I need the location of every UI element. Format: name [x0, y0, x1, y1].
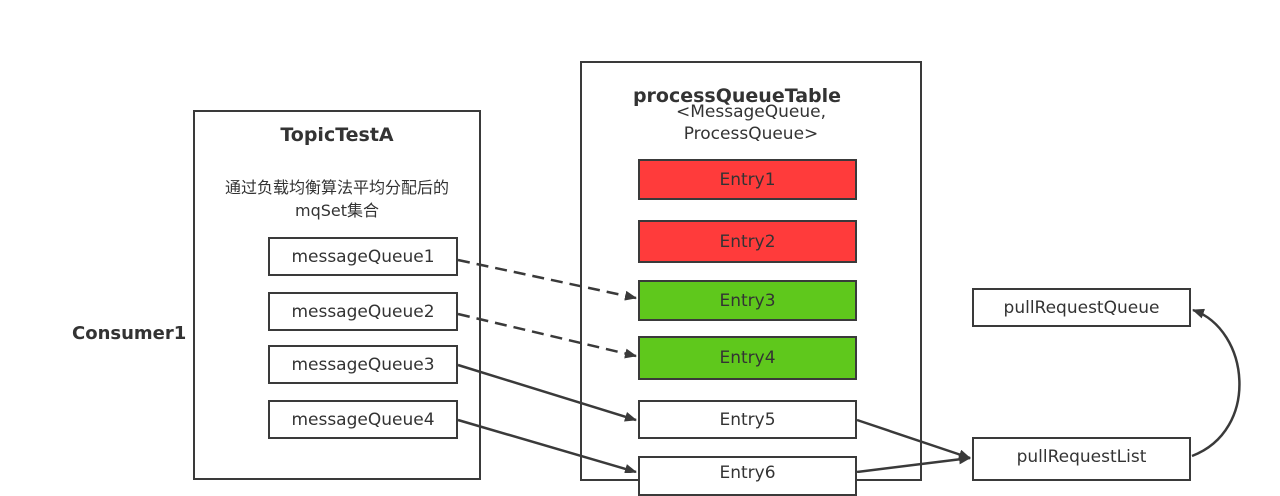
pull-request-queue: pullRequestQueue — [972, 288, 1191, 327]
message-queue-1: messageQueue1 — [268, 237, 458, 276]
message-queue-2: messageQueue2 — [268, 292, 458, 331]
topic-description-line2: mqSet集合 — [294, 201, 380, 220]
entry-4: Entry4 — [638, 336, 857, 380]
consumer-label: Consumer1 — [72, 323, 187, 344]
entry-5: Entry5 — [638, 400, 857, 439]
topic-description-line1: 通过负载均衡算法平均分配后的 — [224, 178, 449, 197]
entry-6: Entry6 — [638, 456, 857, 496]
entry-3: Entry3 — [638, 280, 857, 321]
entry-2: Entry2 — [638, 220, 857, 263]
process-queue-table-title: processQueueTable — [632, 85, 842, 107]
topic-title: TopicTestA — [280, 124, 394, 146]
pull-request-list: pullRequestList — [972, 437, 1191, 481]
arrow-pulllist-pullqueue — [1191, 308, 1241, 458]
message-queue-4: messageQueue4 — [268, 400, 458, 439]
process-queue-table-subtitle-line1: <MessageQueue, — [675, 102, 826, 122]
message-queue-3: messageQueue3 — [268, 345, 458, 384]
entry-1: Entry1 — [638, 159, 857, 200]
process-queue-table-subtitle-line2: ProcessQueue> — [683, 124, 819, 144]
